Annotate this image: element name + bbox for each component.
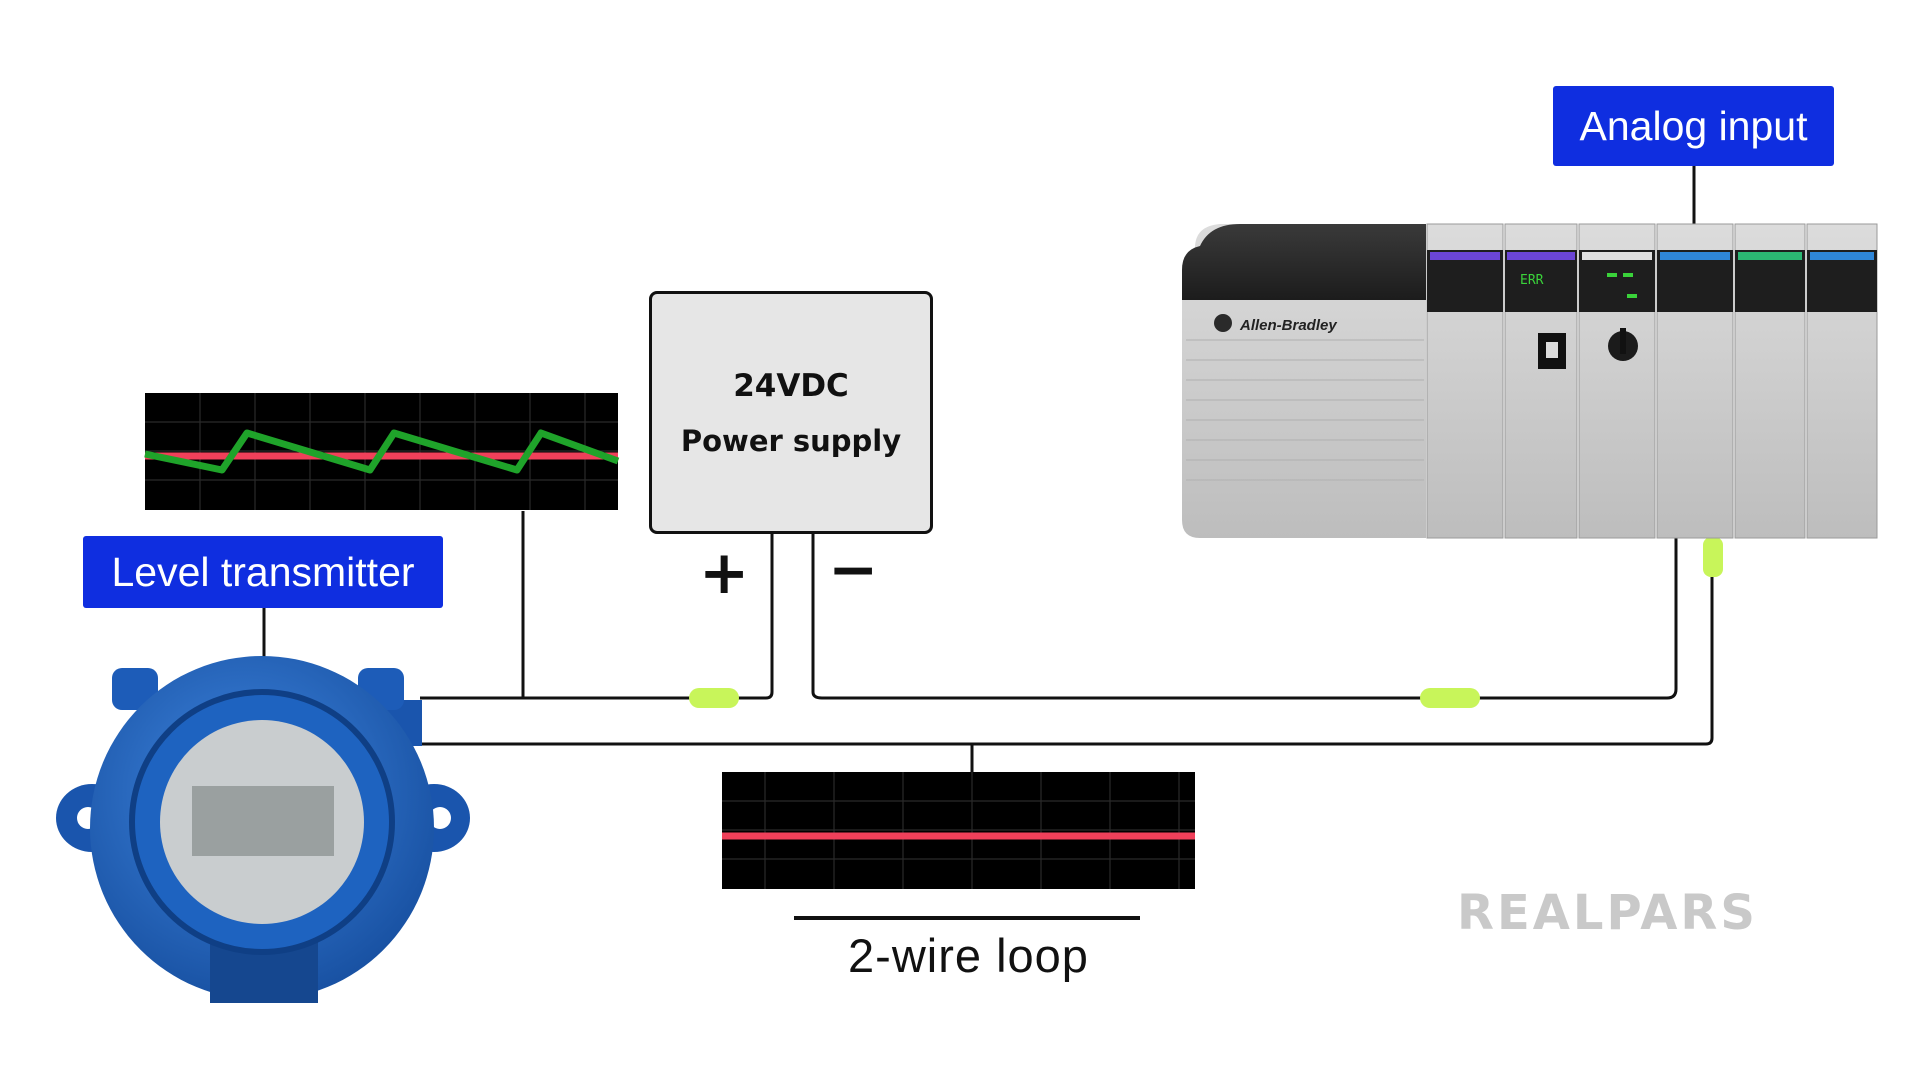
power-supply-box: 24VDC Power supply <box>649 291 933 534</box>
terminal-marker-2 <box>1420 688 1480 708</box>
power-supply-voltage: 24VDC <box>733 367 849 404</box>
wires <box>262 166 1714 772</box>
terminal-marker-3 <box>1703 537 1723 577</box>
signal-wave <box>144 429 620 474</box>
label-level-transmitter: Level transmitter <box>83 536 443 608</box>
plc-brand-text: Allen-Bradley <box>1239 317 1337 334</box>
plc-module-status: ERR <box>1520 273 1544 288</box>
level-transmitter-icon <box>56 656 470 1003</box>
plus-terminal-sign: + <box>699 538 750 608</box>
minus-terminal-sign: − <box>828 535 879 605</box>
wire-positive <box>420 534 774 700</box>
oscilloscope-top <box>144 393 620 510</box>
wire-return <box>420 575 1714 746</box>
wire-negative <box>811 534 1678 700</box>
oscilloscope-bottom <box>722 772 1195 889</box>
terminal-marker-1 <box>689 688 739 708</box>
realpars-watermark: REALPARS <box>1457 885 1758 941</box>
plc-modules: ERR <box>1426 223 1878 539</box>
plc-rack-icon: Allen-Bradley ERR <box>1182 223 1878 539</box>
loop-caption: 2-wire loop <box>848 929 1089 982</box>
label-analog-input: Analog input <box>1553 86 1834 166</box>
power-supply-title: Power supply <box>680 423 902 458</box>
terminal-markers <box>689 537 1723 708</box>
